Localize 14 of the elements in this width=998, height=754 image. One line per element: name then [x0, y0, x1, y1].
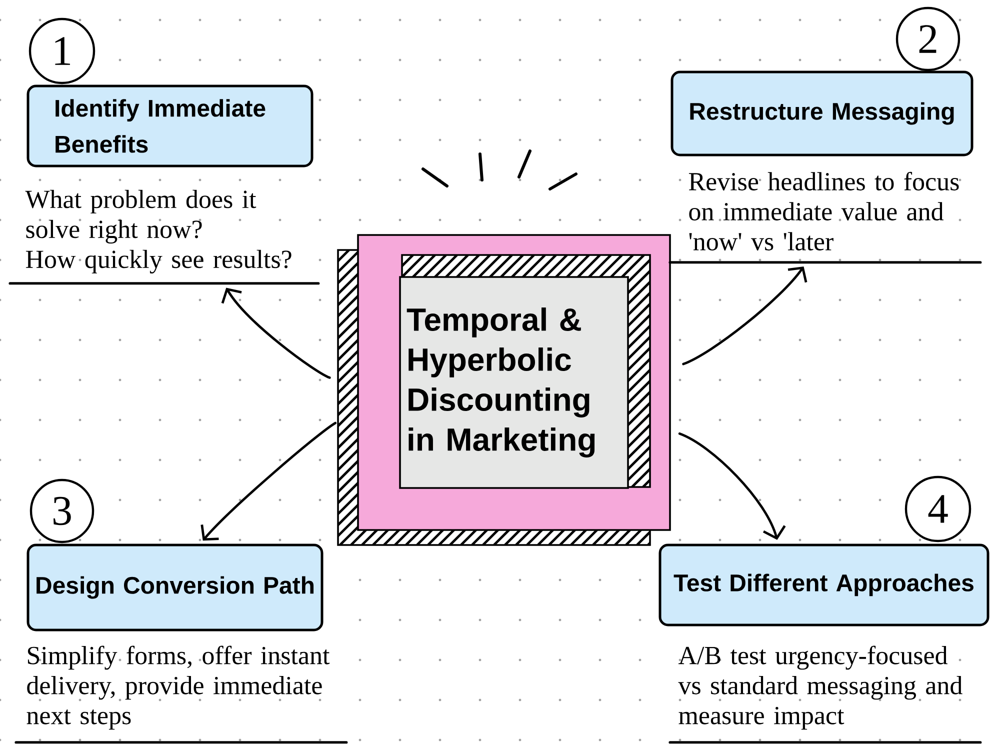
- node-label: 4: [928, 495, 948, 523]
- central-topic-box: Temporal & Hyperbolic Discounting in Marketing: [337, 234, 671, 546]
- underlined-description: A/B test urgency-focused vs standard messaging and measure impact: [668, 646, 982, 744]
- underlined-description: Revise headlines to focus on immediate value and 'now' vs 'later: [668, 172, 982, 264]
- step-heading-box: Restructure Messaging: [670, 70, 974, 156]
- curved-arrow: [682, 266, 808, 366]
- step-heading-box: Test Different Approaches: [658, 544, 990, 626]
- underlined-description: What problem does it solve right now? How quickly see results?: [8, 190, 320, 285]
- underlined-description: Simplify forms, offer instant delivery, provide immediate next steps: [14, 646, 348, 744]
- curved-arrow: [221, 288, 331, 379]
- curved-arrow: [678, 432, 786, 540]
- step-heading-box: Identify Immediate Benefits: [26, 84, 314, 168]
- curved-arrow: [200, 422, 336, 541]
- step-heading-box: Design Conversion Path: [26, 544, 324, 632]
